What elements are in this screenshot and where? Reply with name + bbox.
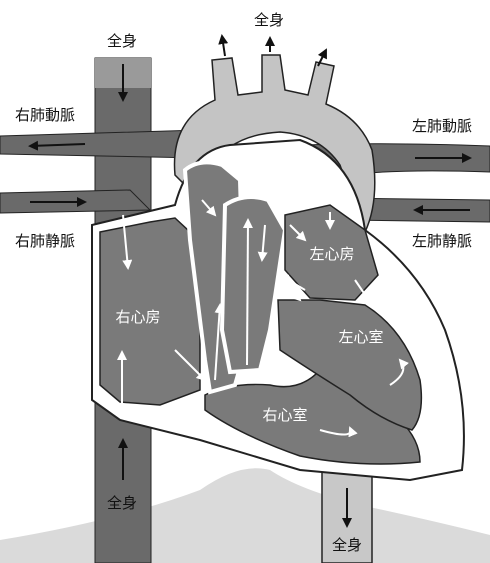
label-right-pulmonary-artery: 右肺動脈: [15, 106, 75, 124]
label-left-pulmonary-artery: 左肺動脈: [412, 117, 472, 135]
background-haze: [0, 468, 490, 563]
label-whole-body-top: 全身: [254, 11, 284, 29]
label-whole-body-bottom-left: 全身: [107, 494, 137, 512]
label-left-ventricle: 左心室: [338, 328, 383, 346]
label-left-atrium: 左心房: [309, 245, 354, 263]
label-whole-body-top-left: 全身: [107, 32, 137, 50]
label-right-atrium: 右心房: [115, 308, 160, 326]
label-right-pulmonary-vein: 右肺静脈: [15, 232, 75, 250]
label-right-ventricle: 右心室: [262, 406, 307, 424]
right-pulmonary-artery-vessel: [0, 130, 200, 158]
label-whole-body-bottom-right: 全身: [332, 536, 362, 554]
label-left-pulmonary-vein: 左肺静脈: [412, 232, 472, 250]
